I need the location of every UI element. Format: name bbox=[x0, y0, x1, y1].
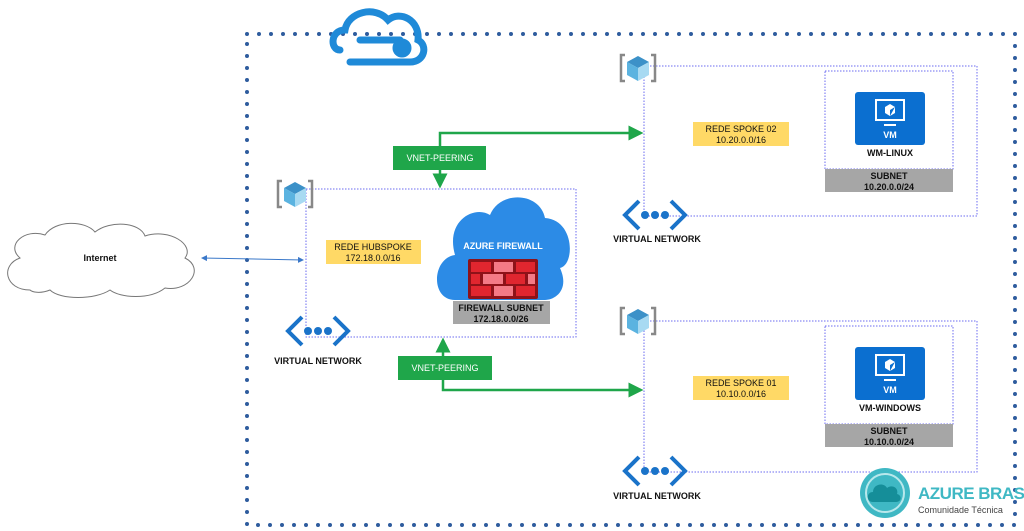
virtual-network-icon bbox=[623, 455, 687, 487]
internet-link bbox=[201, 255, 304, 263]
hub-name: REDE HUBSPOKE bbox=[334, 242, 412, 252]
vm-name: VM-WINDOWS bbox=[859, 403, 921, 413]
spoke-cidr: 10.10.0.0/16 bbox=[716, 389, 766, 399]
vnet-cube-icon bbox=[619, 53, 657, 83]
spoke-label-box bbox=[693, 376, 789, 400]
firewall-subnet-label: FIREWALL SUBNET bbox=[458, 303, 544, 313]
vnet-cube-icon bbox=[619, 306, 657, 336]
peering-label-bottom: VNET-PEERING bbox=[411, 363, 478, 373]
brand-title: AZURE BRASIL bbox=[918, 484, 1024, 503]
subnet-label: SUBNET bbox=[870, 426, 908, 436]
internet-label: Internet bbox=[83, 253, 116, 263]
hub-vnet-box bbox=[305, 188, 577, 338]
internet-cloud: Internet bbox=[7, 222, 195, 298]
spoke-02: REDE SPOKE 02 10.20.0.0/16 VM WM-LINUX S… bbox=[613, 53, 978, 244]
spoke-cidr: 10.20.0.0/16 bbox=[716, 135, 766, 145]
firewall-brick-icon bbox=[468, 259, 538, 299]
spoke-name: REDE SPOKE 02 bbox=[705, 124, 776, 134]
virtual-network-icon bbox=[286, 315, 350, 347]
hub-cidr: 172.18.0.0/16 bbox=[345, 253, 400, 263]
spoke-vnet-label: VIRTUAL NETWORK bbox=[613, 234, 701, 244]
vnet-cube-icon bbox=[276, 179, 314, 209]
subnet-label: SUBNET bbox=[870, 171, 908, 181]
spoke-vnet-label: VIRTUAL NETWORK bbox=[613, 491, 701, 501]
vm-name: WM-LINUX bbox=[867, 148, 913, 158]
subnet-cidr: 10.20.0.0/24 bbox=[864, 182, 914, 192]
firewall-subnet-box bbox=[453, 301, 550, 324]
firewall-subnet-cidr: 172.18.0.0/26 bbox=[473, 314, 528, 324]
peering-box-bottom bbox=[398, 356, 492, 380]
brand-subtitle: Comunidade Técnica bbox=[918, 505, 1003, 515]
peering-label-top: VNET-PEERING bbox=[406, 153, 473, 163]
subnet-box bbox=[825, 169, 953, 192]
subnet-box bbox=[825, 424, 953, 447]
peering-line-spoke01 bbox=[441, 380, 644, 398]
azure-firewall: AZURE FIREWALL FIREWALL SUBNET 172.18.0.… bbox=[436, 197, 570, 324]
spoke-name: REDE SPOKE 01 bbox=[705, 378, 776, 388]
subnet-cidr: 10.10.0.0/24 bbox=[864, 437, 914, 447]
spoke-label-box bbox=[693, 122, 789, 146]
virtual-network-icon bbox=[623, 199, 687, 231]
hub-label-box bbox=[326, 240, 421, 264]
vm-tile-label: VM bbox=[883, 130, 897, 140]
spoke-01: REDE SPOKE 01 10.10.0.0/16 VM VM-WINDOWS… bbox=[613, 306, 978, 501]
vm-tile-label: VM bbox=[883, 385, 897, 395]
azure-cloud-logo-icon bbox=[329, 8, 428, 66]
azure-brasil-logo: AZURE BRASIL Comunidade Técnica bbox=[860, 468, 1024, 518]
hub-vnet-label: VIRTUAL NETWORK bbox=[274, 356, 362, 366]
firewall-label: AZURE FIREWALL bbox=[463, 241, 543, 251]
azure-boundary bbox=[245, 32, 1017, 527]
peering-box-top bbox=[393, 146, 486, 170]
